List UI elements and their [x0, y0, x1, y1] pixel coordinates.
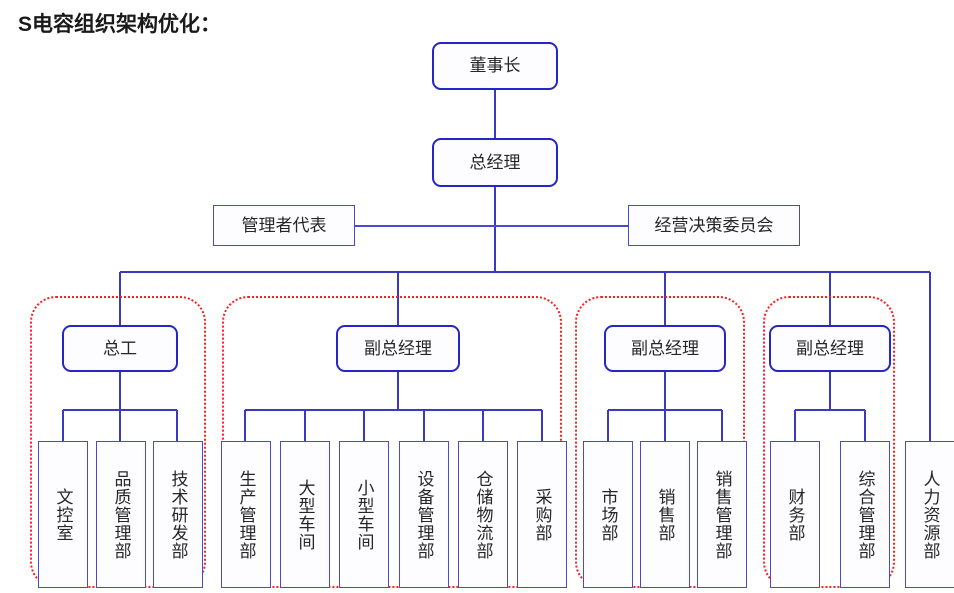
node-dept-marketing[interactable]: 市场部: [583, 441, 633, 588]
node-dept-human-resources-label: 人力资源部: [920, 469, 940, 560]
node-dept-production-management[interactable]: 生产管理部: [221, 441, 271, 588]
node-dept-large-workshop-label: 大型车间: [295, 478, 315, 551]
node-dept-sales-label: 销售部: [655, 487, 675, 542]
node-management-representative[interactable]: 管理者代表: [213, 205, 355, 246]
node-dept-purchasing[interactable]: 采购部: [517, 441, 567, 588]
node-dept-general-administration-label: 综合管理部: [855, 469, 875, 560]
node-dept-research-development[interactable]: 技术研发部: [153, 441, 203, 588]
node-deputy-gm-1-label: 副总经理: [364, 338, 432, 358]
node-deputy-gm-3-label: 副总经理: [796, 338, 864, 358]
node-chief-engineer[interactable]: 总工: [62, 325, 178, 372]
page-title: S电容组织架构优化：: [18, 13, 222, 36]
node-dept-small-workshop[interactable]: 小型车间: [339, 441, 389, 588]
node-dept-finance[interactable]: 财务部: [770, 441, 820, 588]
node-chairman[interactable]: 董事长: [432, 42, 558, 90]
node-decision-committee-label: 经营决策委员会: [654, 215, 774, 235]
node-dept-general-administration[interactable]: 综合管理部: [840, 441, 890, 588]
node-dept-production-management-label: 生产管理部: [236, 469, 256, 560]
node-dept-small-workshop-label: 小型车间: [354, 478, 374, 551]
node-deputy-gm-1[interactable]: 副总经理: [336, 325, 460, 372]
node-dept-quality-management-label: 品质管理部: [111, 469, 131, 560]
node-dept-sales[interactable]: 销售部: [640, 441, 690, 588]
node-deputy-gm-3[interactable]: 副总经理: [769, 325, 891, 372]
node-dept-warehouse-logistics-label: 仓储物流部: [473, 469, 493, 560]
node-dept-equipment-management-label: 设备管理部: [414, 469, 434, 560]
node-dept-finance-label: 财务部: [785, 487, 805, 542]
node-dept-marketing-label: 市场部: [598, 487, 618, 542]
node-dept-warehouse-logistics[interactable]: 仓储物流部: [458, 441, 508, 588]
node-general-manager[interactable]: 总经理: [432, 138, 558, 187]
node-dept-research-development-label: 技术研发部: [168, 469, 188, 560]
node-chief-engineer-label: 总工: [103, 338, 137, 358]
node-dept-equipment-management[interactable]: 设备管理部: [399, 441, 449, 588]
node-decision-committee[interactable]: 经营决策委员会: [628, 205, 800, 246]
node-deputy-gm-2[interactable]: 副总经理: [604, 325, 726, 372]
node-chairman-label: 董事长: [469, 56, 521, 76]
node-dept-human-resources[interactable]: 人力资源部: [905, 441, 954, 588]
node-management-representative-label: 管理者代表: [241, 215, 327, 235]
node-dept-doc-control-label: 文控室: [53, 487, 73, 542]
node-dept-doc-control[interactable]: 文控室: [38, 441, 88, 588]
node-general-manager-label: 总经理: [469, 152, 521, 172]
node-dept-purchasing-label: 采购部: [532, 487, 552, 542]
node-deputy-gm-2-label: 副总经理: [631, 338, 699, 358]
node-dept-large-workshop[interactable]: 大型车间: [280, 441, 330, 588]
node-dept-sales-management-label: 销售管理部: [712, 469, 732, 560]
node-dept-sales-management[interactable]: 销售管理部: [697, 441, 747, 588]
node-dept-quality-management[interactable]: 品质管理部: [96, 441, 146, 588]
